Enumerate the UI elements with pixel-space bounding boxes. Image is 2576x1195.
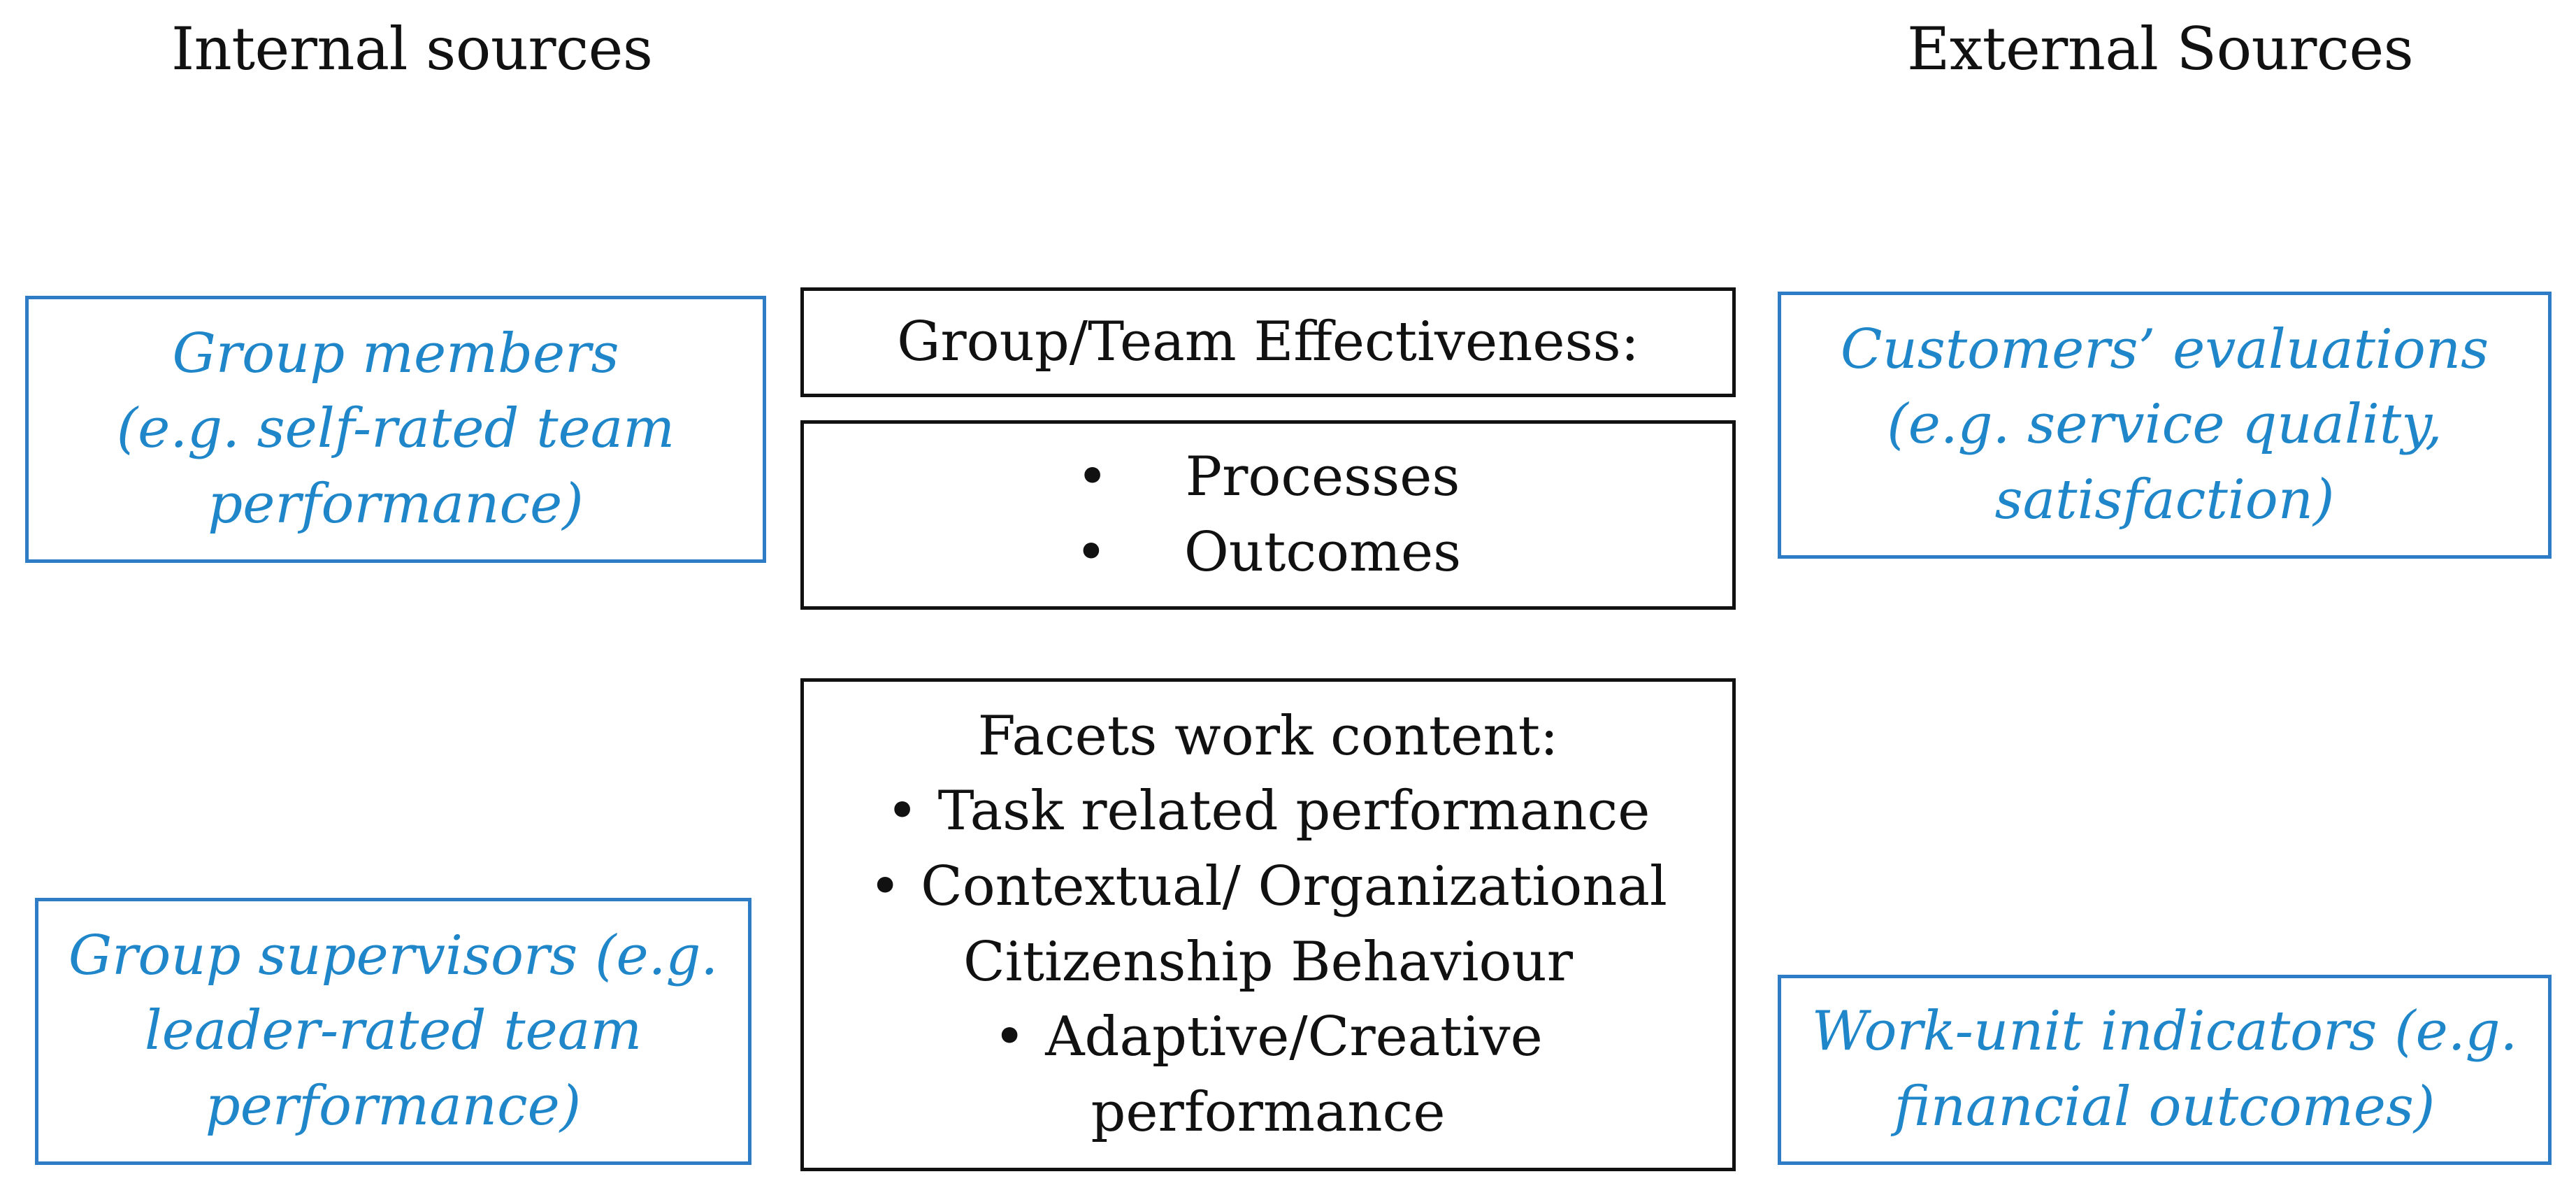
facet-contextual-continued: Citizenship Behaviour	[963, 930, 1574, 994]
bullet-icon: •	[886, 780, 919, 843]
work-unit-indicators-box: Work-unit indicators (e.g. financial out…	[1778, 975, 2552, 1165]
effectiveness-item-outcomes: •Outcomes	[1075, 515, 1461, 591]
bullet-icon: •	[869, 854, 902, 918]
customers-line-2: (e.g. service quality,	[1887, 393, 2442, 457]
group-supervisors-line-3: performance)	[205, 1074, 582, 1138]
customers-line-1: Customers’ evaluations	[1840, 317, 2489, 381]
effectiveness-item-processes: •Processes	[1077, 440, 1460, 515]
internal-sources-heading: Internal sources	[171, 15, 653, 83]
work-unit-line-1: Work-unit indicators (e.g.	[1811, 1000, 2518, 1064]
facets-work-content-box: Facets work content: •Task related perfo…	[800, 678, 1736, 1171]
group-supervisors-line-1: Group supervisors (e.g.	[68, 924, 719, 987]
external-sources-heading: External Sources	[1907, 15, 2414, 83]
group-members-line-3: performance)	[208, 472, 584, 536]
customers-evaluations-box: Customers’ evaluations (e.g. service qua…	[1778, 292, 2552, 559]
group-supervisors-box: Group supervisors (e.g. leader-rated tea…	[35, 898, 751, 1165]
group-members-line-2: (e.g. self-rated team	[116, 397, 675, 461]
effectiveness-title-box: Group/Team Effectiveness:	[800, 287, 1736, 397]
group-supervisors-line-2: leader-rated team	[144, 999, 642, 1063]
work-unit-line-2: financial outcomes)	[1894, 1075, 2435, 1138]
effectiveness-title: Group/Team Effectiveness:	[897, 310, 1639, 373]
facet-contextual: •Contextual/ Organizational	[869, 850, 1667, 925]
facet-adaptive-continued: performance	[1091, 1080, 1446, 1144]
effectiveness-items-box: •Processes •Outcomes	[800, 420, 1736, 610]
bullet-icon: •	[993, 1006, 1026, 1069]
facets-title: Facets work content:	[977, 704, 1559, 768]
group-members-box: Group members (e.g. self-rated team perf…	[25, 296, 766, 563]
customers-line-3: satisfaction)	[1994, 468, 2335, 531]
facet-task-related: •Task related performance	[886, 774, 1650, 850]
bullet-icon: •	[1076, 445, 1109, 508]
facet-adaptive: •Adaptive/Creative	[993, 1000, 1543, 1075]
bullet-icon: •	[1074, 520, 1107, 584]
group-members-line-1: Group members	[172, 322, 619, 385]
